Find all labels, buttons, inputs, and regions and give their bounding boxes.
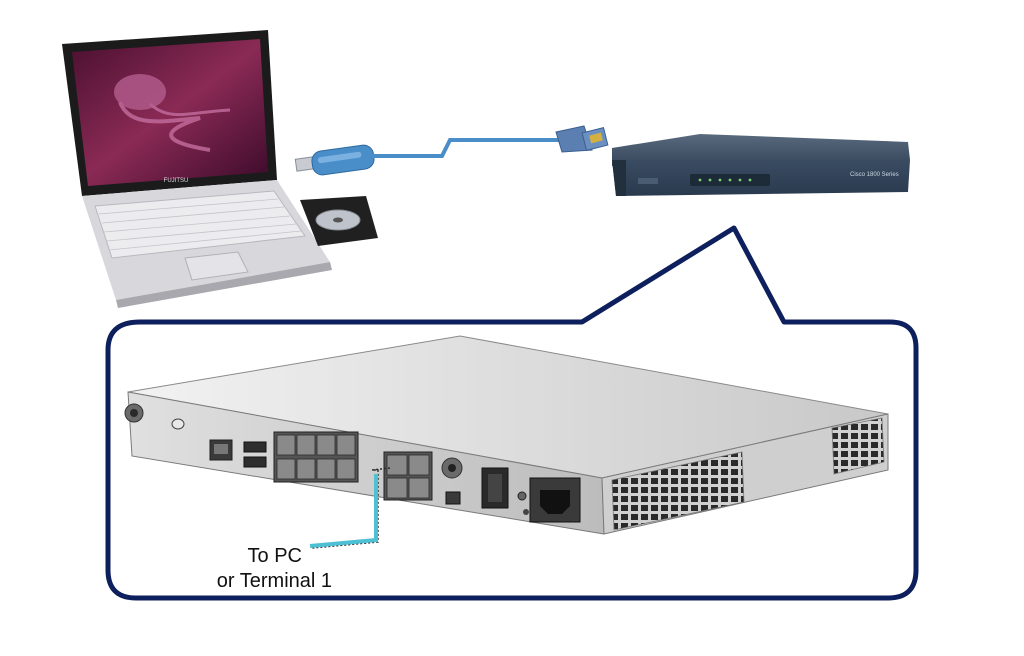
side-vents-rear (831, 417, 885, 475)
ethernet-switch-ports-icon (273, 431, 359, 483)
wan-ports-icon (383, 451, 433, 501)
callout-label-line2: or Terminal 1 (216, 570, 332, 592)
wallpaper-jellyfish-icon (114, 74, 231, 152)
keyboard (98, 198, 302, 251)
svg-text:Cisco 1800 Series: Cisco 1800 Series (850, 172, 899, 178)
power-inlet-icon (529, 477, 581, 523)
usb-to-rj45-console-cable-icon (294, 125, 609, 176)
router-icon: Cisco 1800 Series (612, 134, 910, 196)
touchpad (184, 251, 249, 281)
router-rear-panel-detail (124, 335, 889, 535)
svg-text:FUJITSU: FUJITSU (164, 178, 189, 184)
status-led-icon (517, 491, 527, 501)
power-switch-icon (481, 467, 509, 509)
usb-ports-icon (243, 441, 267, 468)
laptop-icon: FUJITSU (62, 30, 378, 308)
side-vents (611, 451, 745, 531)
security-slot-icon (445, 491, 461, 505)
reset-button-icon (171, 418, 185, 430)
ground-screw-icon (124, 403, 144, 423)
callout-label-line1: To PC (247, 545, 302, 567)
screw-icon (523, 509, 529, 515)
optical-drive-icon (300, 196, 378, 246)
antenna-connector-icon (441, 457, 463, 479)
console-cable-to-pc (309, 467, 391, 549)
